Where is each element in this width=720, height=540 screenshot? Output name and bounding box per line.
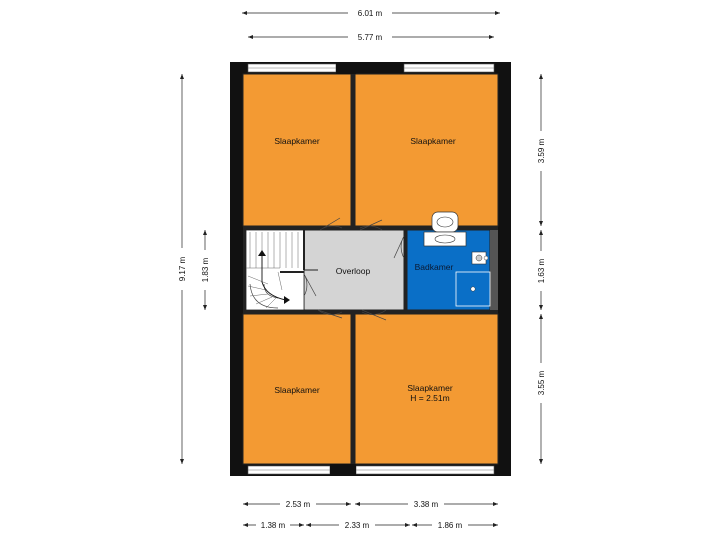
svg-text:3.59 m: 3.59 m: [537, 138, 546, 163]
doors: [303, 217, 405, 321]
label-bedroom-height: H = 2.51m: [410, 393, 449, 403]
svg-text:1.86 m: 1.86 m: [438, 521, 463, 530]
room-bedroom-top-left: [242, 73, 352, 227]
label-bedroom-top-right: Slaapkamer: [410, 136, 456, 146]
bathroom-wall-right: [490, 230, 498, 310]
outer-wall-right: [498, 62, 511, 476]
dim-right-top: 3.59 m: [535, 74, 547, 226]
dim-left-hall: 1.83 m: [199, 230, 211, 310]
svg-text:5.77 m: 5.77 m: [358, 33, 383, 42]
label-landing: Overloop: [336, 266, 371, 276]
room-bedroom-bottom-right: [354, 313, 499, 465]
label-bathroom: Badkamer: [415, 262, 454, 272]
svg-text:3.55 m: 3.55 m: [537, 370, 546, 395]
dim-left-total: 9.17 m: [176, 74, 188, 464]
room-bedroom-top-right: [354, 73, 499, 227]
windows: [247, 63, 495, 475]
interior-walls: [243, 62, 498, 476]
svg-text:9.17 m: 9.17 m: [178, 256, 187, 281]
room-bedroom-bottom-left: [242, 313, 352, 465]
svg-text:6.01 m: 6.01 m: [358, 9, 383, 18]
dim-bottom-row2: 1.38 m 2.33 m 1.86 m: [243, 519, 498, 531]
svg-text:2.53 m: 2.53 m: [286, 500, 311, 509]
staircase: [245, 229, 305, 311]
svg-text:1.38 m: 1.38 m: [261, 521, 286, 530]
label-bedroom-bottom-left: Slaapkamer: [274, 385, 320, 395]
bathroom-fixtures: [423, 211, 491, 307]
svg-text:1.63 m: 1.63 m: [537, 258, 546, 283]
svg-text:1.83 m: 1.83 m: [201, 257, 210, 282]
outer-wall-left: [230, 62, 243, 476]
dim-right-mid: 1.63 m: [535, 230, 547, 310]
dim-top-inner: 5.77 m: [248, 31, 494, 43]
svg-text:3.38 m: 3.38 m: [414, 500, 439, 509]
dim-top-outer: 6.01 m: [242, 7, 500, 19]
dim-right-bottom: 3.55 m: [535, 314, 547, 464]
label-bedroom-top-left: Slaapkamer: [274, 136, 320, 146]
svg-text:2.33 m: 2.33 m: [345, 521, 370, 530]
label-bedroom-bottom-right: Slaapkamer: [407, 383, 453, 393]
dim-bottom-row1: 2.53 m 3.38 m: [243, 498, 498, 510]
